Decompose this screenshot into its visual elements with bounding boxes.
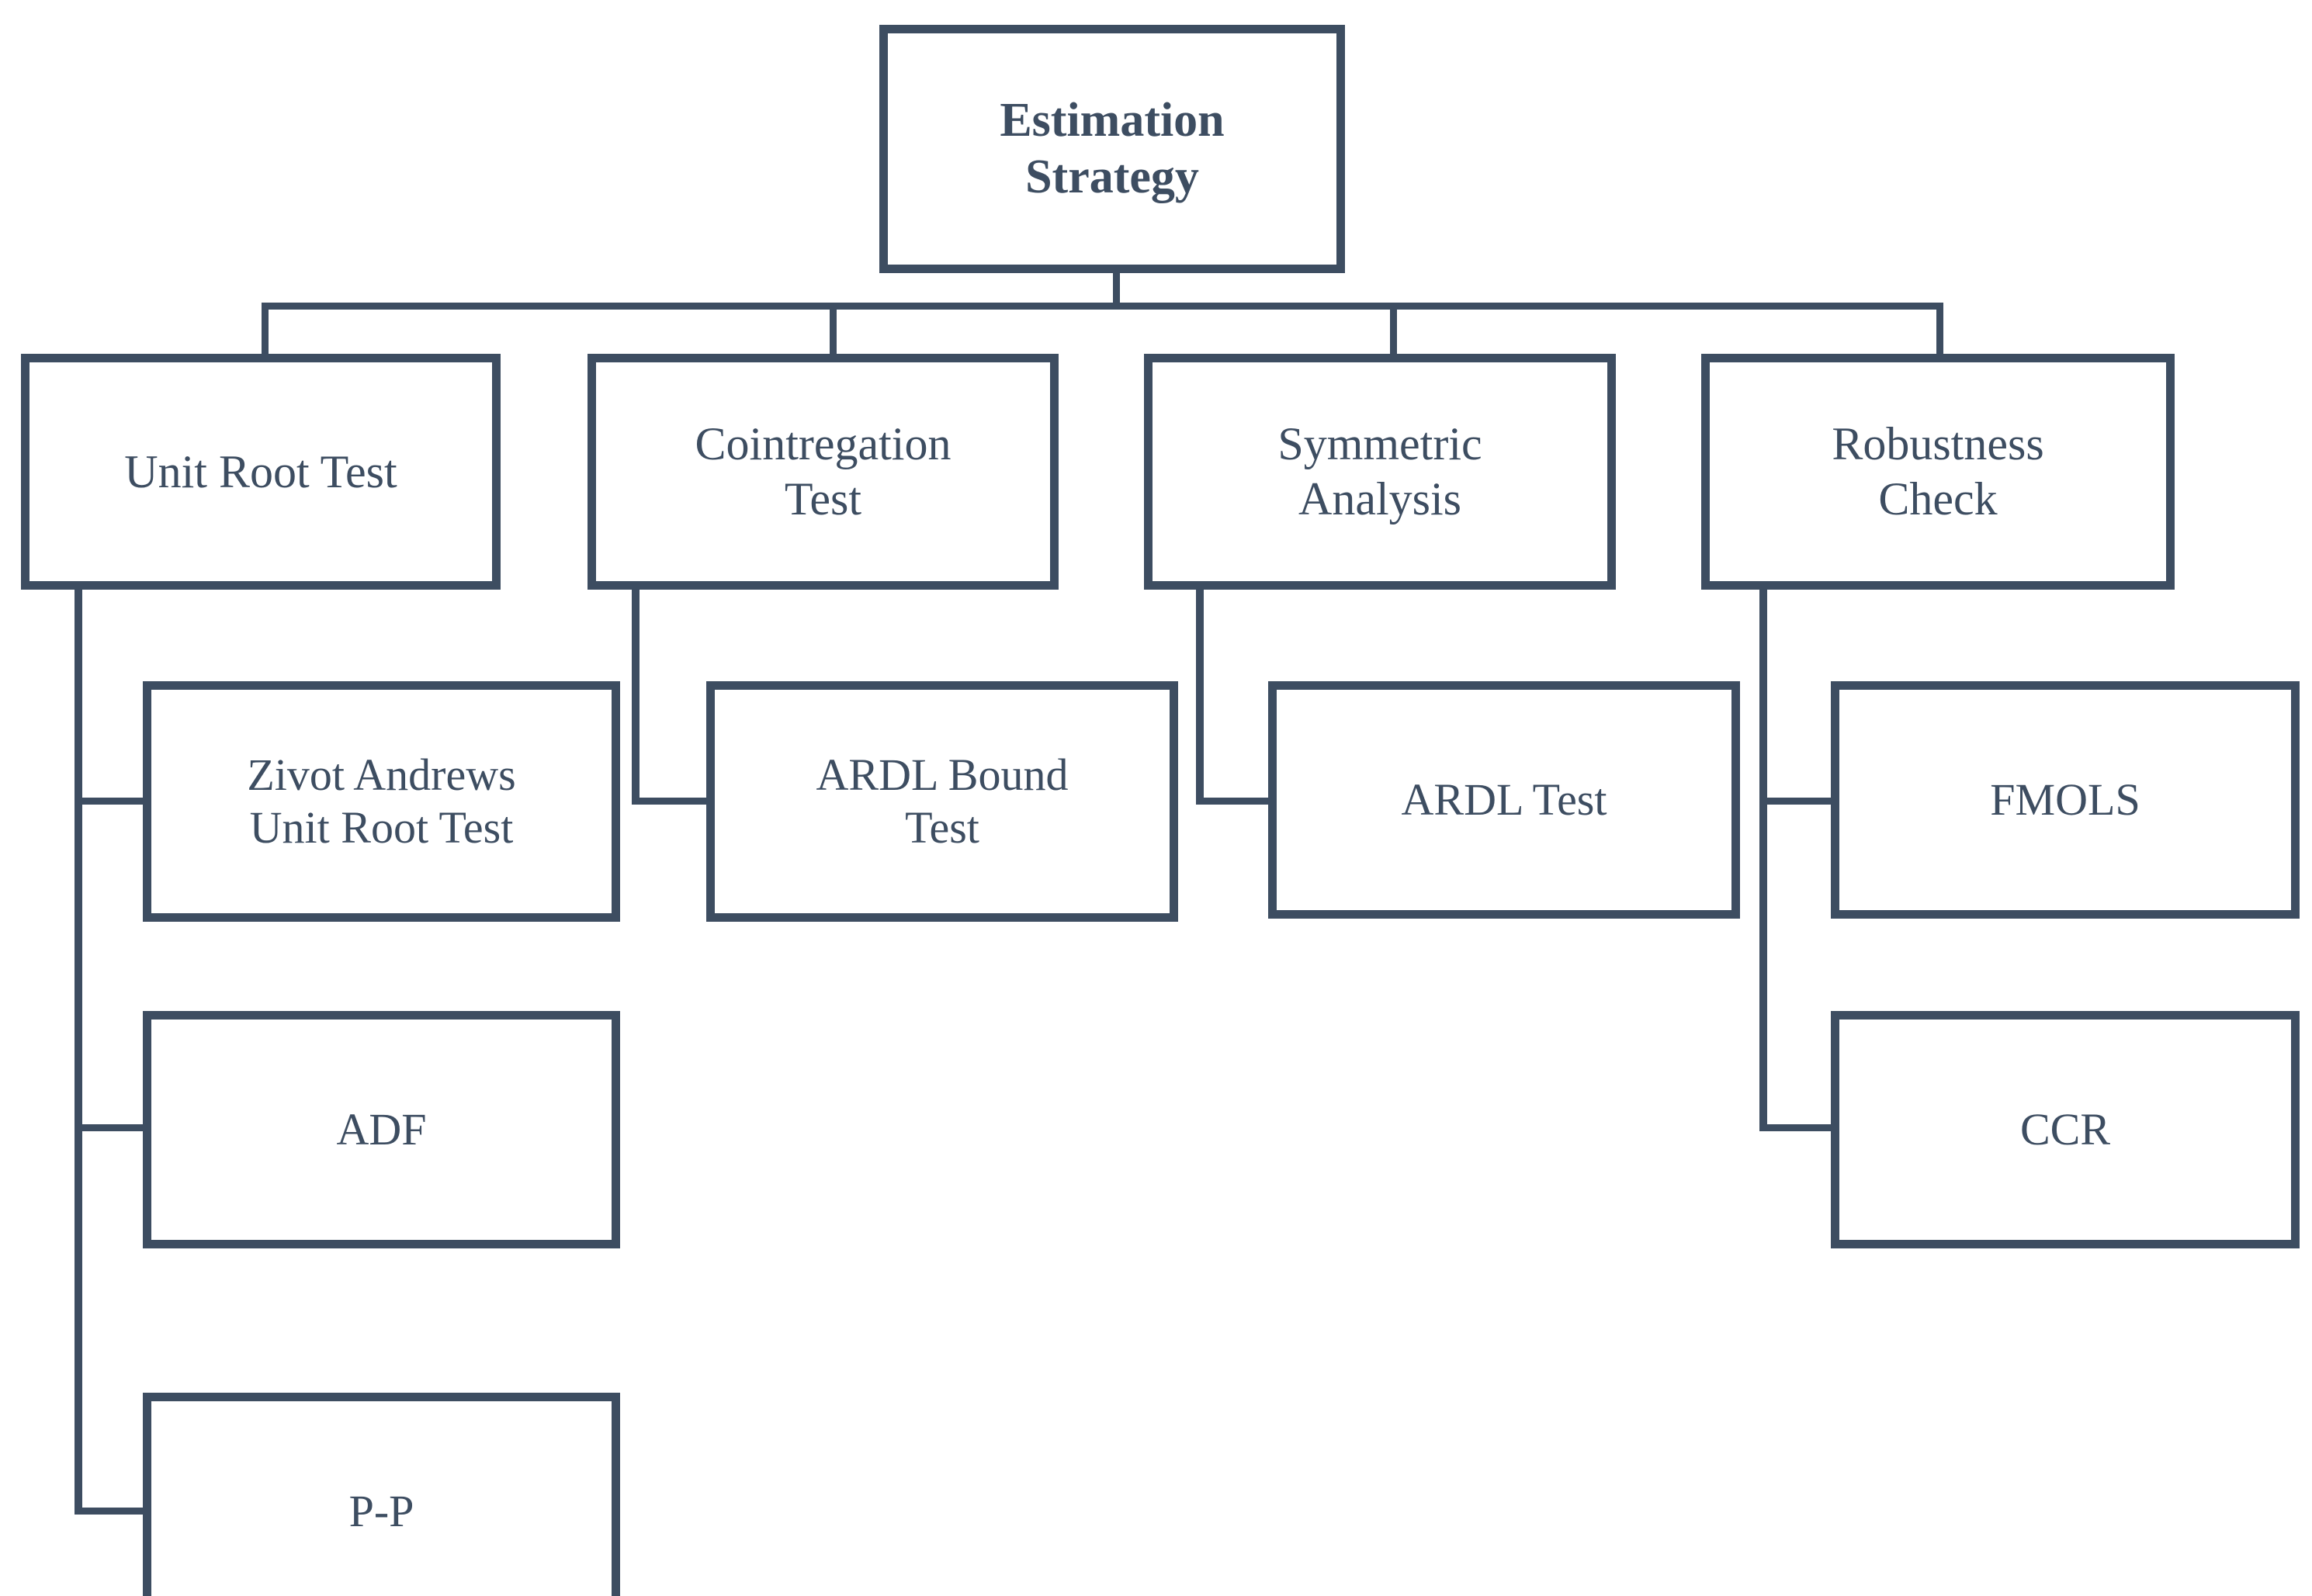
node-label: Symmetric Analysis [1277, 418, 1482, 524]
node-label: P-P [348, 1485, 414, 1536]
node-cointregation-test[interactable]: Cointregation Test [588, 354, 1059, 590]
connector-symmetric-spine [1196, 590, 1204, 801]
node-label: Estimation Strategy [1000, 93, 1225, 203]
connector-stub-zivot-andrews [75, 798, 149, 805]
node-estimation-strategy[interactable]: Estimation Strategy [879, 25, 1345, 273]
connector-bus-to-robustness-check [1936, 303, 1943, 357]
connector-root-stem [1113, 264, 1120, 308]
node-p-p[interactable]: P-P [143, 1393, 620, 1596]
connector-bus-to-unit-root-test [262, 303, 269, 357]
connector-unit-root-spine [75, 590, 82, 1515]
connector-stub-fmols [1759, 798, 1837, 805]
node-robustness-check[interactable]: Robustness Check [1701, 354, 2175, 590]
connector-stub-pp [75, 1508, 149, 1515]
connector-stub-adf [75, 1124, 149, 1131]
connector-cointregation-spine [632, 590, 640, 801]
connector-stub-ardl-test [1196, 798, 1274, 805]
node-zivot-andrews-unit-root-test[interactable]: Zivot Andrews Unit Root Test [143, 681, 620, 922]
node-unit-root-test[interactable]: Unit Root Test [21, 354, 501, 590]
connector-stub-ardl-bound-test [632, 798, 713, 805]
node-label: Zivot Andrews Unit Root Test [247, 749, 516, 853]
connector-robustness-spine [1759, 590, 1767, 1130]
connector-stub-ccr [1759, 1124, 1837, 1131]
connector-bus-to-symmetric-analysis [1390, 303, 1397, 357]
connector-level2-bus [262, 303, 1943, 310]
node-label: ARDL Test [1401, 774, 1607, 825]
node-label: Robustness Check [1832, 418, 2044, 524]
node-adf[interactable]: ADF [143, 1011, 620, 1248]
node-label: ARDL Bound Test [816, 749, 1069, 853]
node-label: CCR [2019, 1103, 2111, 1155]
node-label: FMOLS [1990, 774, 2140, 825]
connector-bus-to-cointregation-test [830, 303, 837, 357]
node-ccr[interactable]: CCR [1831, 1011, 2300, 1248]
node-symmetric-analysis[interactable]: Symmetric Analysis [1144, 354, 1616, 590]
node-label: ADF [336, 1103, 427, 1155]
node-ardl-test[interactable]: ARDL Test [1268, 681, 1740, 919]
node-label: Unit Root Test [124, 445, 397, 497]
node-ardl-bound-test[interactable]: ARDL Bound Test [706, 681, 1178, 922]
node-fmols[interactable]: FMOLS [1831, 681, 2300, 919]
node-label: Cointregation Test [695, 418, 951, 524]
